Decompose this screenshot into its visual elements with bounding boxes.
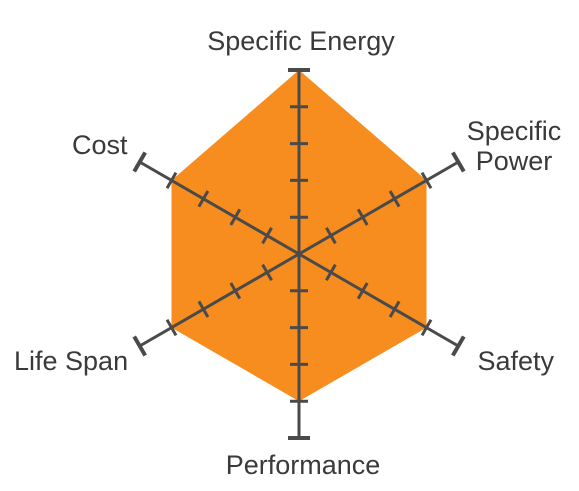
- axis-tick-safety-1: [325, 263, 337, 281]
- axis-tick-specific-power-2: [356, 208, 369, 226]
- axis-label-line: Power: [476, 146, 553, 176]
- axis-end-cap-specific-power: [451, 151, 466, 173]
- axis-label-line: Cost: [72, 130, 128, 160]
- axis-label-line: Specific Energy: [207, 26, 395, 56]
- axis-label-cost: Cost: [72, 130, 128, 160]
- axis-tick-life-span-1: [261, 263, 273, 281]
- axis-label-safety: Safety: [477, 346, 554, 376]
- axis-tick-specific-power-1: [325, 227, 337, 245]
- axis-tick-safety-3: [388, 300, 401, 318]
- axis-label-specific-energy: Specific Energy: [207, 26, 395, 56]
- axis-line-cost: [138, 160, 300, 256]
- axis-tick-cost-3: [197, 190, 210, 208]
- axis-tick-life-span-4: [165, 319, 178, 337]
- axis-tick-safety-2: [356, 282, 369, 300]
- axis-tick-life-span-3: [197, 300, 210, 318]
- axis-end-cap-cost: [132, 151, 147, 173]
- axis-tick-specific-power-3: [388, 190, 401, 208]
- axis-label-life-span: Life Span: [14, 346, 128, 376]
- axis-end-cap-safety: [451, 335, 466, 357]
- axis-line-specific-power: [298, 160, 460, 256]
- axis-tick-cost-2: [229, 208, 242, 226]
- axis-label-line: Life Span: [14, 346, 128, 376]
- axis-tick-specific-power-4: [420, 171, 433, 189]
- axis-tick-cost-4: [165, 171, 178, 189]
- axis-tick-life-span-2: [229, 282, 242, 300]
- axis-end-cap-life-span: [132, 335, 147, 357]
- axis-line-safety: [298, 252, 460, 348]
- axis-label-performance: Performance: [226, 450, 381, 480]
- axis-label-line: Performance: [226, 450, 381, 480]
- axes-layer: [132, 68, 466, 440]
- axis-line-life-span: [138, 252, 300, 348]
- axis-label-line: Safety: [477, 346, 554, 376]
- axis-tick-safety-4: [420, 319, 433, 337]
- axis-tick-cost-1: [261, 227, 273, 245]
- axis-label-line: Specific: [467, 116, 562, 146]
